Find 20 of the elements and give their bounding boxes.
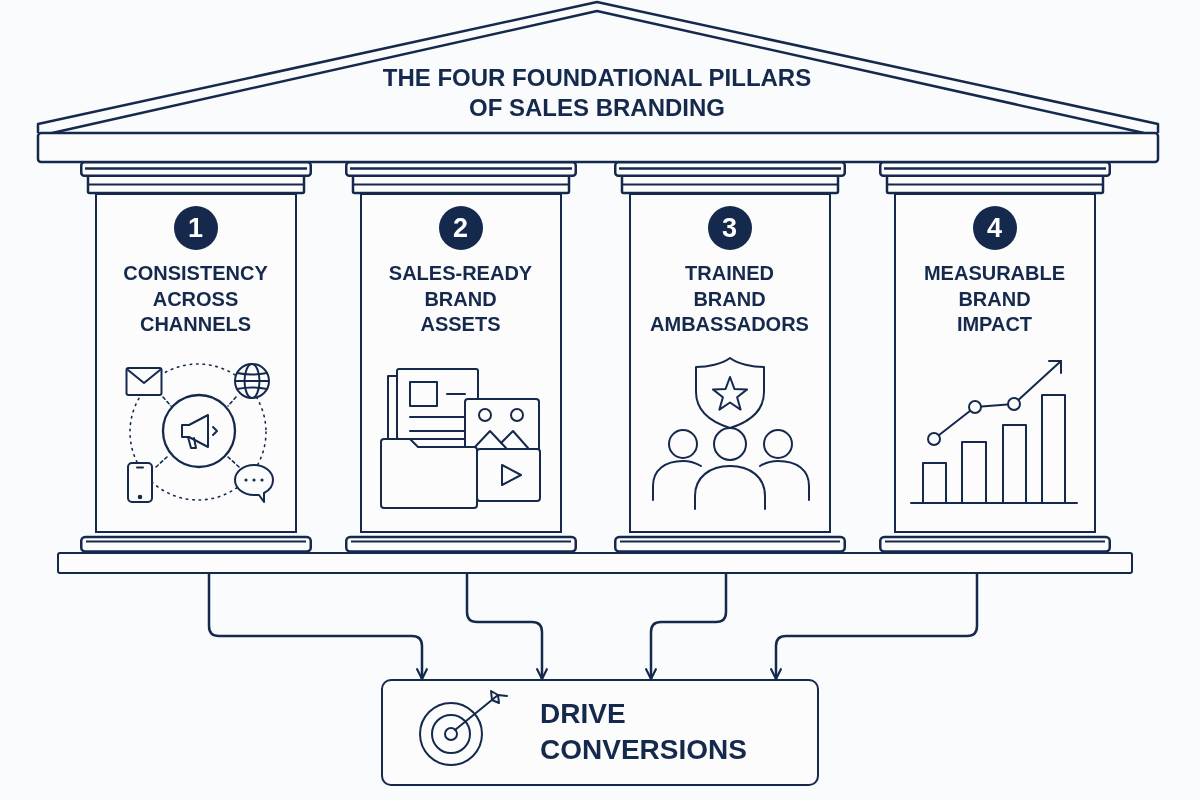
pillar-column bbox=[360, 193, 562, 533]
pillar-heading: TRAINED BRAND AMBASSADORS bbox=[649, 261, 810, 337]
arrow bbox=[645, 572, 728, 681]
pillar-column bbox=[629, 193, 831, 533]
arrow bbox=[465, 572, 548, 681]
step-number: 2 bbox=[438, 206, 483, 250]
arrow bbox=[770, 572, 979, 681]
goal-box bbox=[381, 679, 819, 786]
step-number: 3 bbox=[707, 206, 752, 250]
diagram-title: THE FOUR FOUNDATIONAL PILLARS OF SALES BRANDING bbox=[381, 63, 813, 123]
pillar-column bbox=[95, 193, 297, 533]
arrow bbox=[207, 572, 428, 681]
goal-label: DRIVE CONVERSIONS bbox=[540, 697, 748, 767]
pillar-heading: CONSISTENCY ACROSS CHANNELS bbox=[122, 261, 269, 337]
temple-base bbox=[57, 552, 1133, 574]
pillar-heading: SALES-READY BRAND ASSETS bbox=[387, 261, 534, 337]
step-number: 1 bbox=[173, 206, 218, 250]
pillar-column bbox=[894, 193, 1096, 533]
pillar-heading: MEASURABLE BRAND IMPACT bbox=[922, 261, 1067, 337]
step-number: 4 bbox=[972, 206, 1017, 250]
